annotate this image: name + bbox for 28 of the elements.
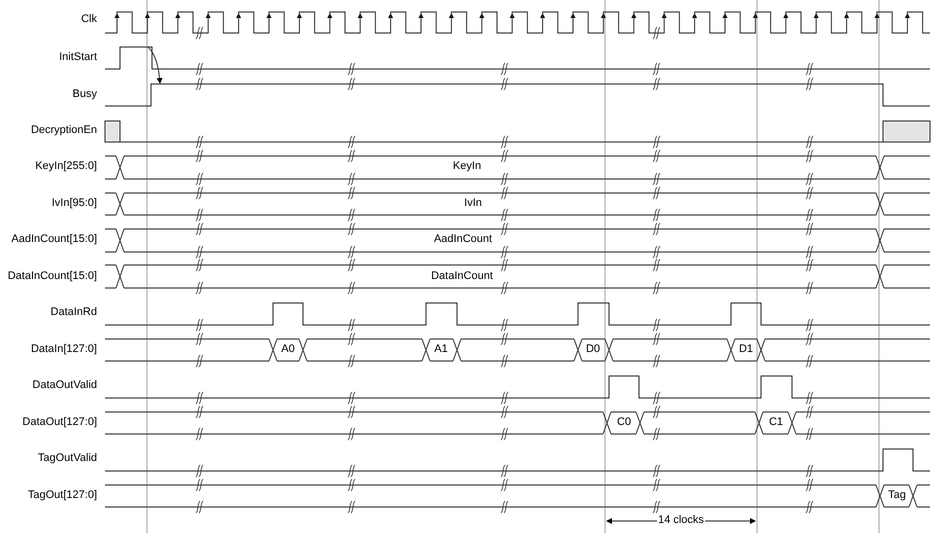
signal-name: IvIn[95:0] [52,197,97,210]
signal-name: Clk [81,13,97,26]
signal-waveform [104,84,930,106]
signal-name: DataInRd [50,306,97,319]
bus-value: D0 [586,343,600,356]
bus-value: Tag [888,489,906,502]
signal-name: Busy [72,88,97,101]
bus-value: A1 [434,343,448,356]
arrow [148,46,163,84]
bus-value: C1 [768,416,784,429]
bus-value: IvIn [464,197,482,210]
signal-waveform [104,46,930,70]
bus-value: A0 [281,343,295,356]
signal-name: AadInCount[15:0] [11,233,97,246]
signal-name: DecryptionEn [30,124,97,137]
signal-name: KeyIn[255:0] [35,160,97,173]
bus-value: DataInCount [431,270,493,283]
signal-name: DataOut[127:0] [22,416,97,429]
bus-value: D1 [738,343,754,356]
bus-value: C0 [616,416,632,429]
signal-name: DataInCount[15:0] [8,270,97,283]
bus-value: KeyIn [452,160,482,173]
signal-name: DataOutValid [32,379,97,392]
signal-name: TagOutValid [38,452,97,465]
signal-name: DataIn[127:0] [30,343,97,356]
bus-value: AadInCount [434,233,492,246]
signal-name: InitStart [59,51,97,64]
signal-name: TagOut[127:0] [28,489,97,502]
